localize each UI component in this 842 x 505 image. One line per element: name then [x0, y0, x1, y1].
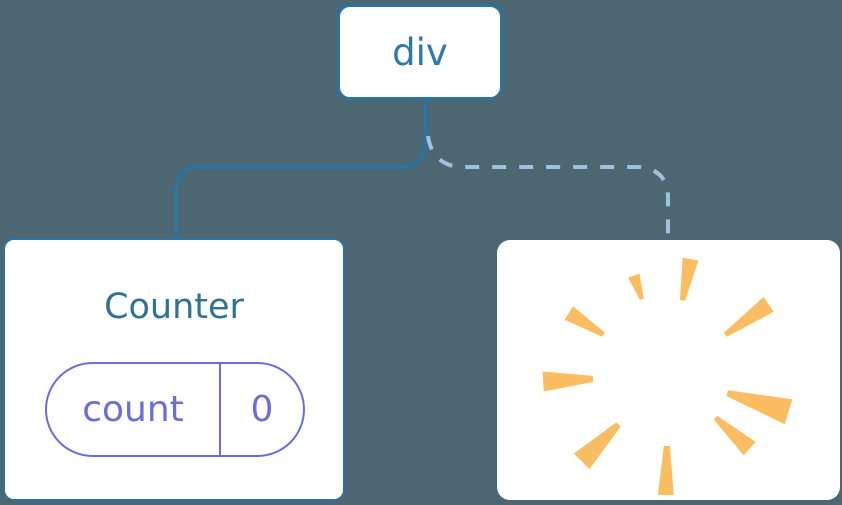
component-title: Counter — [104, 287, 244, 327]
component-card-counter: Counter count 0 — [3, 238, 345, 501]
connector-solid — [174, 99, 427, 242]
state-badge-divider — [219, 364, 221, 455]
poof-icon — [542, 257, 793, 496]
connector-dashed — [426, 135, 670, 244]
tree-node-div: div — [337, 4, 503, 100]
state-key: count — [82, 388, 184, 430]
state-value: 0 — [250, 388, 274, 430]
tree-node-div-label: div — [392, 30, 448, 74]
component-card-removed — [497, 240, 840, 500]
state-badge: count 0 — [45, 362, 305, 457]
